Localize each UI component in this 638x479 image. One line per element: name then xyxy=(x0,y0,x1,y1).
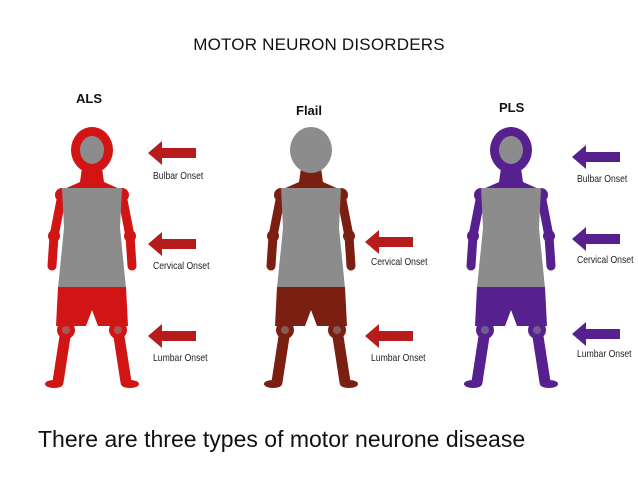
als-label: ALS xyxy=(76,91,102,106)
pelvis xyxy=(275,287,347,326)
knee-highlight xyxy=(333,326,341,334)
elbow-joint xyxy=(467,230,479,242)
left-arrow-icon xyxy=(148,141,196,165)
knee-highlight xyxy=(62,326,70,334)
elbow-joint xyxy=(543,230,555,242)
pls-lumbar-onset-label: Lumbar Onset xyxy=(577,348,632,360)
als-lumbar-onset-label: Lumbar Onset xyxy=(153,352,208,364)
hand xyxy=(467,262,475,270)
foot xyxy=(464,380,482,388)
hand xyxy=(267,262,275,270)
left-arrow-icon xyxy=(572,145,620,169)
left-arrow-icon xyxy=(572,227,620,251)
pls-cervical-onset-label: Cervical Onset xyxy=(577,254,634,266)
knee-highlight xyxy=(533,326,541,334)
torso xyxy=(477,188,545,288)
pls-figure xyxy=(464,127,558,388)
left-arrow-icon xyxy=(365,230,413,254)
elbow-joint xyxy=(343,230,355,242)
pls-label: PLS xyxy=(499,100,525,115)
hand xyxy=(347,262,355,270)
pelvis xyxy=(56,287,128,326)
caption: There are three types of motor neurone d… xyxy=(38,426,526,452)
foot xyxy=(45,380,63,388)
foot xyxy=(540,380,558,388)
als-figure xyxy=(45,127,139,388)
flail-label: Flail xyxy=(296,103,323,118)
face xyxy=(80,136,104,164)
left-arrow-icon xyxy=(572,322,620,346)
knee-highlight xyxy=(114,326,122,334)
torso xyxy=(58,188,126,288)
foot xyxy=(121,380,139,388)
als-cervical-onset-label: Cervical Onset xyxy=(153,260,210,272)
als-bulbar-onset-label: Bulbar Onset xyxy=(153,170,204,182)
face xyxy=(499,136,523,164)
pls-bulbar-onset-label: Bulbar Onset xyxy=(577,173,628,185)
neck xyxy=(481,168,541,190)
hand xyxy=(547,262,555,270)
foot xyxy=(264,380,282,388)
neck xyxy=(62,168,122,190)
hand xyxy=(128,262,136,270)
elbow-joint xyxy=(267,230,279,242)
elbow-joint xyxy=(124,230,136,242)
head xyxy=(290,127,332,173)
flail-lumbar-onset-label: Lumbar Onset xyxy=(371,352,426,364)
knee-highlight xyxy=(481,326,489,334)
left-arrow-icon xyxy=(148,324,196,348)
torso xyxy=(277,188,345,288)
hand xyxy=(48,262,56,270)
left-arrow-icon xyxy=(148,232,196,256)
elbow-joint xyxy=(48,230,60,242)
page-title: MOTOR NEURON DISORDERS xyxy=(193,35,445,54)
foot xyxy=(340,380,358,388)
pelvis xyxy=(475,287,547,326)
knee-highlight xyxy=(281,326,289,334)
neck xyxy=(281,168,341,190)
flail-figure xyxy=(264,127,358,388)
flail-cervical-onset-label: Cervical Onset xyxy=(371,256,428,268)
left-arrow-icon xyxy=(365,324,413,348)
